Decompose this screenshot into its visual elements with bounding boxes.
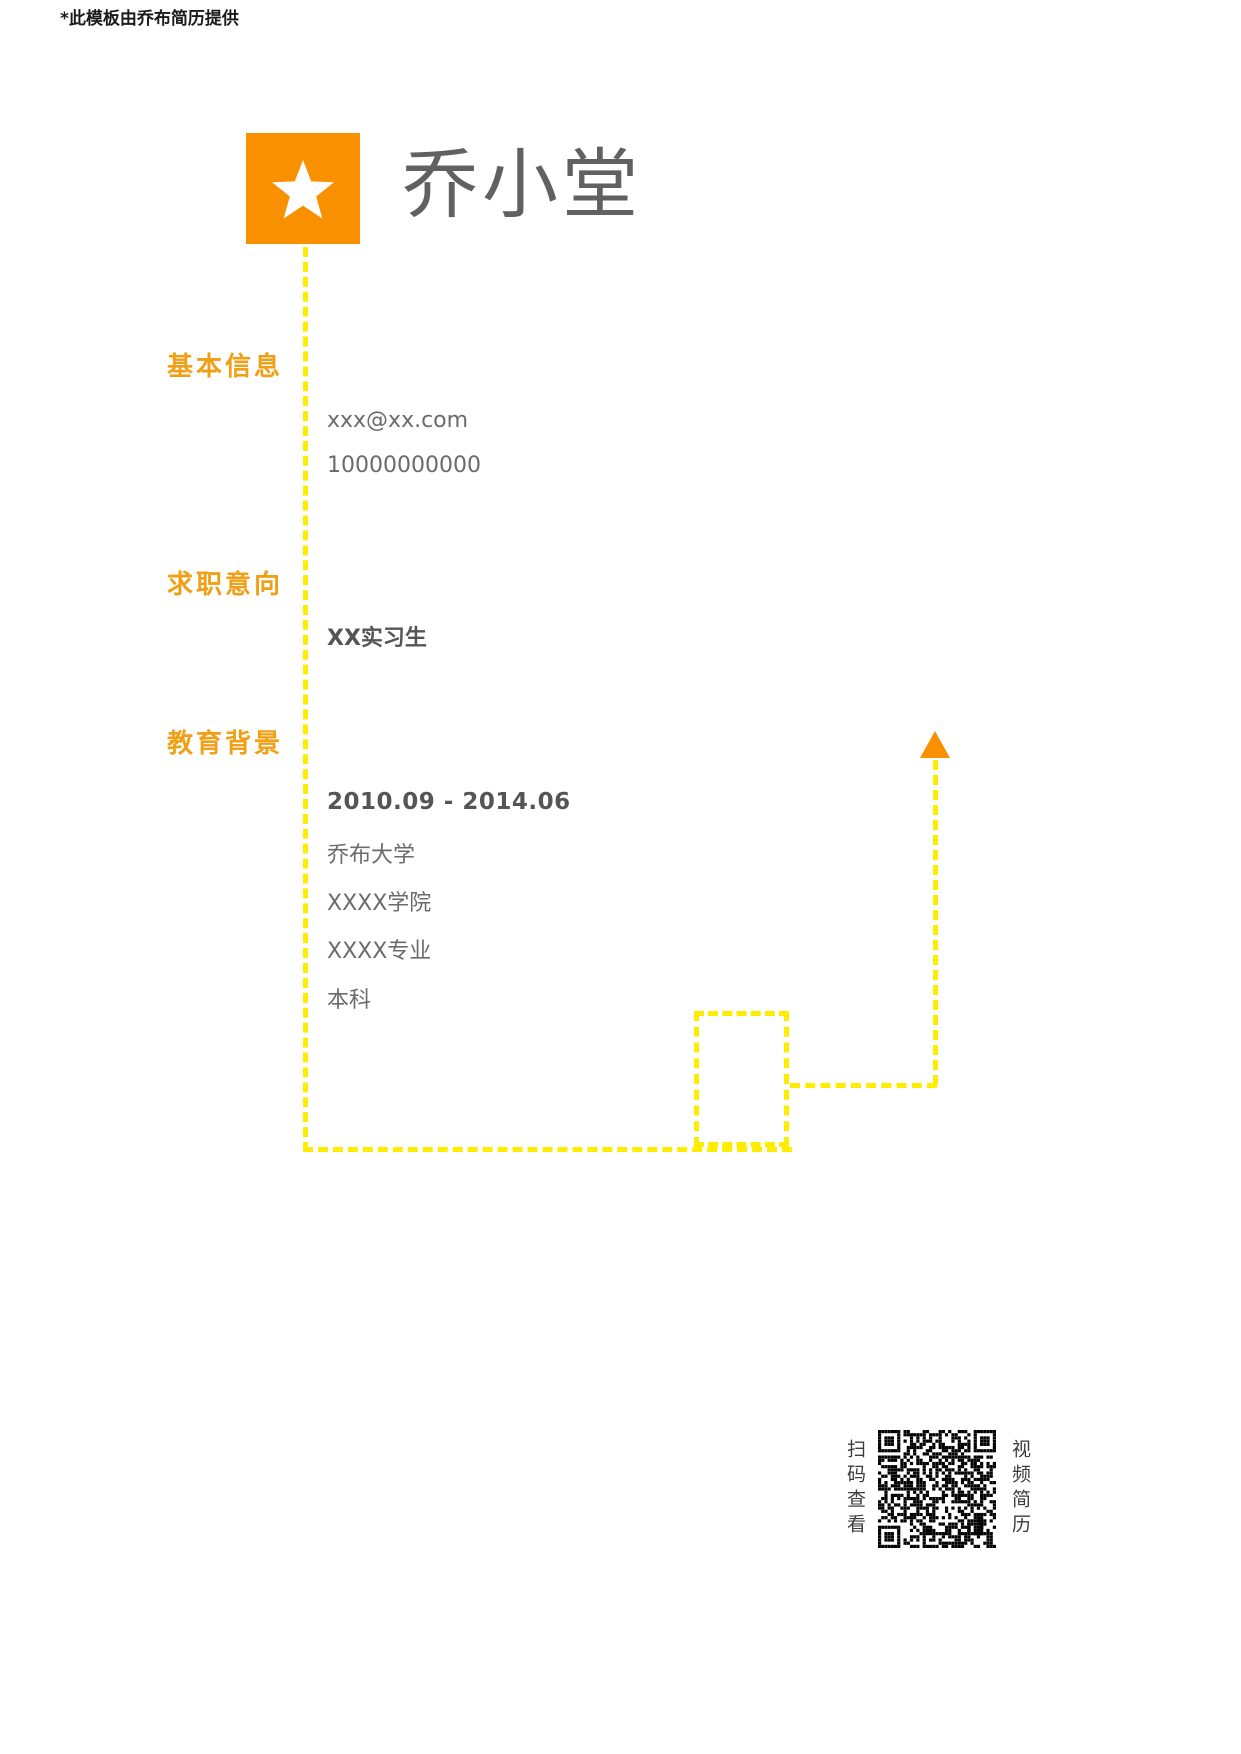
education-college: XXXX学院 (327, 891, 432, 916)
page-title: 乔小堂 (402, 140, 642, 229)
qr-code-icon[interactable] (878, 1430, 996, 1548)
section-title-basic-info: 基本信息 (166, 352, 283, 382)
video-resume-qr-block: 扫码查看 视频简历 (844, 1430, 1031, 1548)
education-date-range: 2010.09 - 2014.06 (327, 789, 571, 815)
resume-header: 乔小堂 (246, 133, 642, 244)
section-title-education: 教育背景 (166, 729, 283, 759)
timeline-spine-dashed-line (303, 247, 308, 1152)
contact-email: xxx@xx.com (327, 408, 469, 433)
decorative-dashed-square (694, 1011, 789, 1147)
job-intention-position: XX实习生 (327, 626, 427, 651)
timeline-spine-foot-dashed-line (303, 1147, 792, 1152)
logo-badge (246, 133, 360, 244)
education-major: XXXX专业 (327, 939, 432, 964)
education-university: 乔布大学 (327, 843, 416, 868)
qr-scan-label: 扫码查看 (844, 1439, 866, 1539)
section-title-job-intention: 求职意向 (166, 570, 283, 600)
right-decoration-foot-dashed-line (790, 1083, 937, 1088)
star-icon (271, 158, 335, 220)
triangle-marker-icon (920, 731, 950, 758)
contact-phone: 10000000000 (327, 453, 481, 478)
education-degree: 本科 (327, 988, 372, 1013)
qr-video-resume-label: 视频简历 (1009, 1439, 1031, 1539)
right-decoration-dashed-line (933, 760, 938, 1085)
template-watermark-note: *此模板由乔布简历提供 (60, 9, 239, 29)
